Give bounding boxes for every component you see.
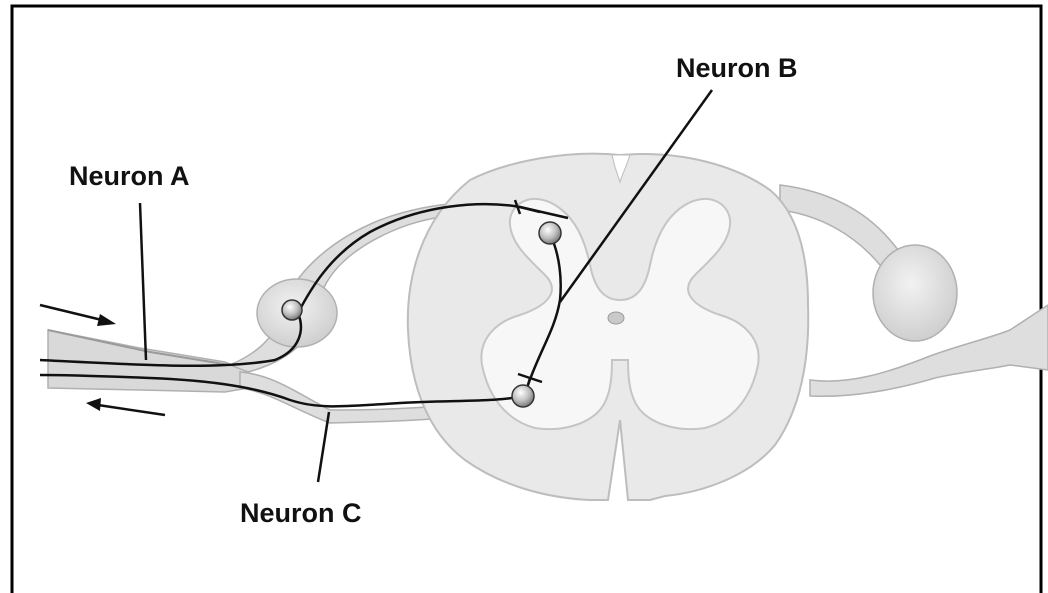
neuron-c-leader-line: [318, 412, 329, 482]
neuron-b-cell-body: [539, 222, 561, 244]
neuron-b-label: Neuron B: [676, 55, 798, 82]
neuron-a-label: Neuron A: [69, 163, 190, 190]
central-canal: [608, 312, 624, 324]
neuron-c-label: Neuron C: [240, 500, 362, 527]
outgoing-arrow: [86, 398, 165, 415]
neuron-a-leader-line: [140, 203, 146, 360]
neuron-a-cell-body: [282, 300, 302, 320]
neuron-c-cell-body: [512, 385, 534, 407]
incoming-arrow: [40, 305, 116, 326]
dorsal-root-ganglion-right: [873, 245, 957, 341]
